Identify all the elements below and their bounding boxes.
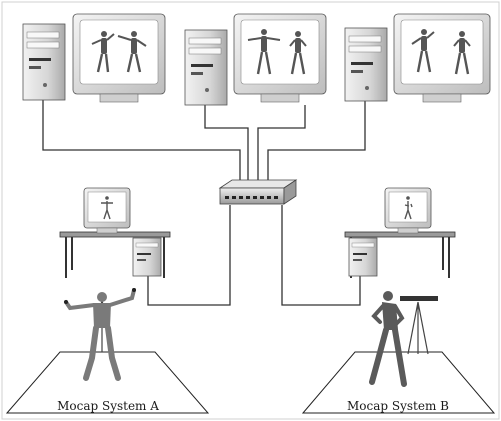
computer-tower-icon bbox=[22, 23, 66, 101]
figure-on-screen-icon bbox=[91, 31, 147, 73]
monitor-icon bbox=[384, 187, 432, 234]
network-hub-icon bbox=[218, 179, 298, 205]
camera-tripod-icon bbox=[400, 296, 438, 355]
capture-floor-a bbox=[5, 351, 210, 414]
performer-icon bbox=[369, 291, 407, 387]
figure-on-screen-icon bbox=[411, 29, 471, 75]
figure-on-screen-icon bbox=[101, 196, 113, 220]
monitor-icon bbox=[393, 13, 491, 103]
computer-tower-icon bbox=[184, 29, 228, 106]
computer-tower-icon bbox=[344, 27, 388, 102]
performer-icon bbox=[64, 288, 136, 381]
mocap-system-a-label: Mocap System A bbox=[57, 399, 159, 413]
capture-floor-b bbox=[301, 351, 496, 414]
desk-icon bbox=[59, 231, 171, 278]
cable-workstation-1 bbox=[42, 100, 241, 185]
mocap-desk-a bbox=[59, 187, 171, 278]
network-cables bbox=[42, 100, 366, 306]
capture-area-b bbox=[301, 291, 496, 414]
cable-mocap-a bbox=[147, 205, 231, 306]
workstation-3 bbox=[344, 13, 491, 103]
cable-workstation-3 bbox=[257, 105, 306, 185]
figure-on-screen-icon bbox=[404, 196, 413, 220]
workstation-2 bbox=[184, 13, 327, 106]
cable-workstation-4 bbox=[267, 100, 366, 185]
mocap-desk-b bbox=[344, 187, 456, 278]
cable-workstation-2 bbox=[204, 105, 249, 185]
workstation-1 bbox=[22, 13, 166, 103]
capture-area-a bbox=[5, 288, 210, 414]
figure-on-screen-icon bbox=[247, 29, 307, 75]
mocap-system-b-label: Mocap System B bbox=[347, 399, 449, 413]
monitor-icon bbox=[72, 13, 166, 103]
computer-tower-icon bbox=[132, 237, 162, 277]
monitor-icon bbox=[233, 13, 327, 103]
computer-tower-icon bbox=[348, 237, 378, 277]
monitor-icon bbox=[83, 187, 131, 234]
cable-mocap-b bbox=[281, 205, 361, 306]
